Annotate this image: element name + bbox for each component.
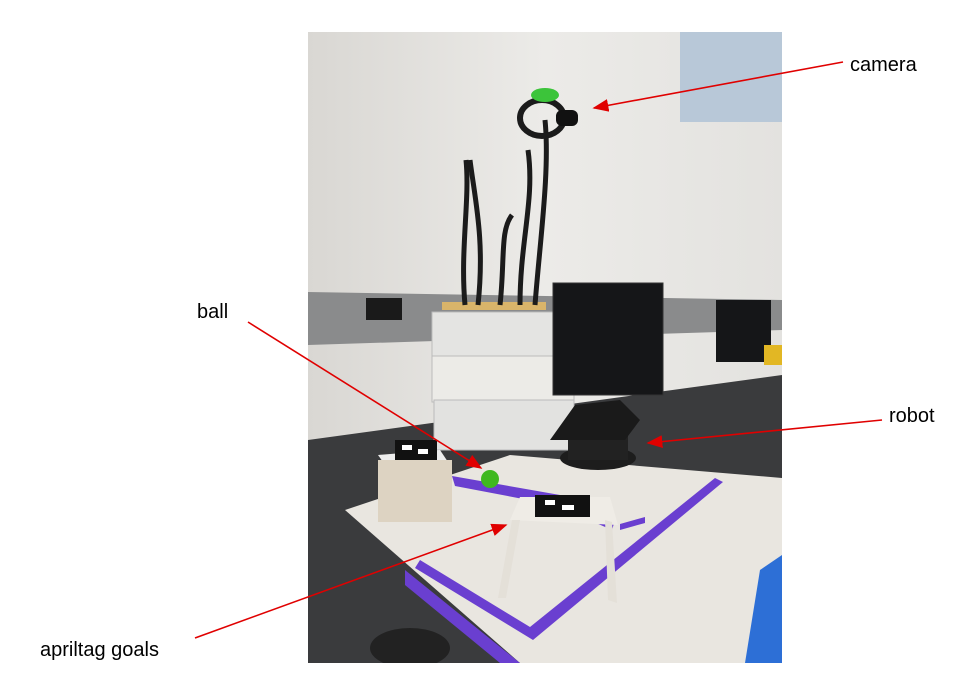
apriltag-goal-front <box>498 495 618 603</box>
board <box>345 455 782 663</box>
label-ball: ball <box>197 301 228 323</box>
mouse <box>370 628 450 663</box>
power-adapter <box>366 298 402 320</box>
monitor <box>552 282 664 396</box>
apriltag-goal-left <box>378 440 452 522</box>
robot-arm <box>550 400 640 470</box>
camera-arrow <box>592 61 844 112</box>
robot-arrow <box>646 419 883 448</box>
apriltag-goals-arrow <box>194 523 508 639</box>
lab-photo <box>308 32 782 663</box>
window <box>680 32 782 122</box>
ball-arrow <box>247 321 483 469</box>
label-camera: camera <box>850 54 918 76</box>
label-apriltag-goals: apriltag goals <box>40 639 159 661</box>
tape-outline <box>415 478 723 640</box>
camera <box>556 110 578 126</box>
storage-boxes <box>431 302 577 451</box>
camera-mount <box>531 88 559 102</box>
ball <box>481 470 499 488</box>
camera-gooseneck <box>461 97 567 306</box>
monitor-far <box>716 300 771 362</box>
label-robot: robot <box>889 405 935 427</box>
annotation-arrows <box>194 61 883 639</box>
